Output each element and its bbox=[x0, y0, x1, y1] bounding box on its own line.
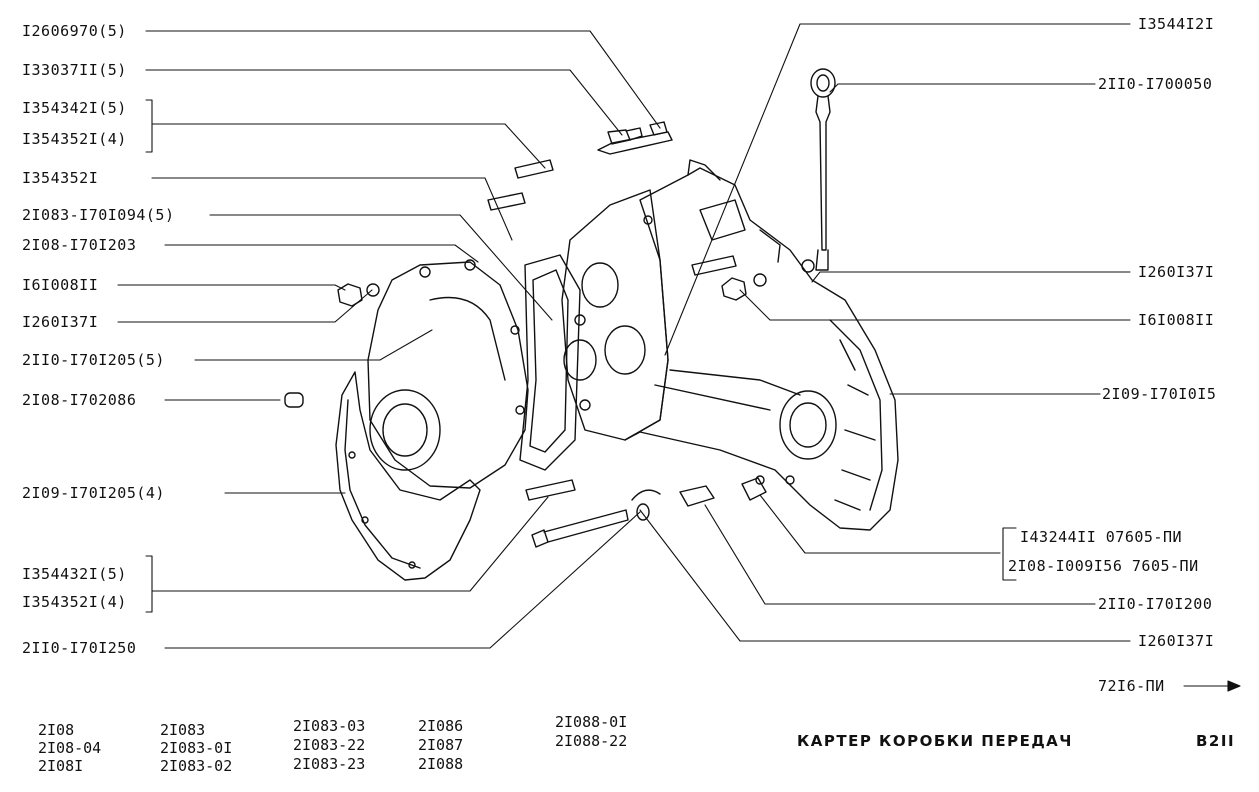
label-part-13543521-4: I354352I(4) bbox=[22, 130, 127, 148]
middle-housing bbox=[562, 190, 668, 440]
leader-lines bbox=[118, 24, 1240, 691]
label-part-2110-1701250: 2II0-I70I250 bbox=[22, 639, 137, 657]
label-part-16100811-r: I6I008II bbox=[1138, 311, 1215, 329]
label-part-13544321: I354432I(5) bbox=[22, 565, 127, 583]
nuts-washers bbox=[285, 260, 814, 506]
model-21083-02: 2I083-02 bbox=[160, 757, 233, 775]
label-part-2108-1701203: 2I08-I70I203 bbox=[22, 236, 137, 254]
model-21088: 2I088 bbox=[418, 755, 464, 773]
model-21086: 2I086 bbox=[418, 717, 464, 735]
label-part-2108-1009156: 2I08-I009I56 7605-ПИ bbox=[1008, 557, 1199, 575]
continuation-reference: 72I6-ПИ bbox=[1098, 677, 1165, 695]
label-part-21083-1701094: 2I083-I70I094(5) bbox=[22, 206, 175, 224]
model-21083-22: 2I083-22 bbox=[293, 736, 366, 754]
top-bolt-and-clip bbox=[598, 122, 672, 154]
label-part-2109-1701205: 2I09-I70I205(4) bbox=[22, 484, 165, 502]
model-21087: 2I087 bbox=[418, 736, 464, 754]
label-part-12601371-r: I260I37I bbox=[1138, 263, 1215, 281]
model-2108: 2I08 bbox=[38, 721, 75, 739]
label-part-2110-1700050: 2II0-I700050 bbox=[1098, 75, 1213, 93]
model-21083-23: 2I083-23 bbox=[293, 755, 366, 773]
model-2108-04: 2I08-04 bbox=[38, 739, 102, 757]
model-21083-01: 2I083-0I bbox=[160, 739, 233, 757]
label-part-16100811: I6I008II bbox=[22, 276, 99, 294]
label-part-2108-1702086: 2I08-I702086 bbox=[22, 391, 137, 409]
main-housing bbox=[625, 160, 898, 530]
long-bolt bbox=[532, 490, 660, 547]
model-21083: 2I083 bbox=[160, 721, 206, 739]
label-part-2110-1701205: 2II0-I70I205(5) bbox=[22, 351, 165, 369]
diagram-title: КАРТЕР КОРОБКИ ПЕРЕДАЧ bbox=[797, 732, 1073, 750]
label-part-12601371-r2: I260I37I bbox=[1138, 632, 1215, 650]
label-part-13544121: I3544I2I bbox=[1138, 15, 1215, 33]
label-part-12601371: I260I37I bbox=[22, 313, 99, 331]
label-part-13543421: I354342I(5) bbox=[22, 99, 127, 117]
label-part-13543521: I354352I bbox=[22, 169, 99, 187]
label-part-13543521-4b: I354352I(4) bbox=[22, 593, 127, 611]
label-part-2110-1701200: 2II0-I70I200 bbox=[1098, 595, 1213, 613]
model-21081: 2I08I bbox=[38, 757, 84, 775]
sheet-code: B2II bbox=[1196, 732, 1236, 750]
rear-cover bbox=[336, 372, 480, 580]
label-part-14324411: I43244II 07605-ПИ bbox=[1020, 528, 1183, 546]
gasket bbox=[520, 255, 580, 470]
model-21088-22: 2I088-22 bbox=[555, 732, 628, 750]
studs-upper bbox=[488, 160, 736, 500]
dipstick bbox=[811, 69, 835, 270]
model-21088-01: 2I088-0I bbox=[555, 713, 628, 731]
label-part-2109-1701015: 2I09-I70I0I5 bbox=[1102, 385, 1217, 403]
label-part-12606970: I2606970(5) bbox=[22, 22, 127, 40]
label-part-13303711: I33037II(5) bbox=[22, 61, 127, 79]
housing-cover bbox=[368, 260, 528, 488]
model-21083-03: 2I083-03 bbox=[293, 717, 366, 735]
